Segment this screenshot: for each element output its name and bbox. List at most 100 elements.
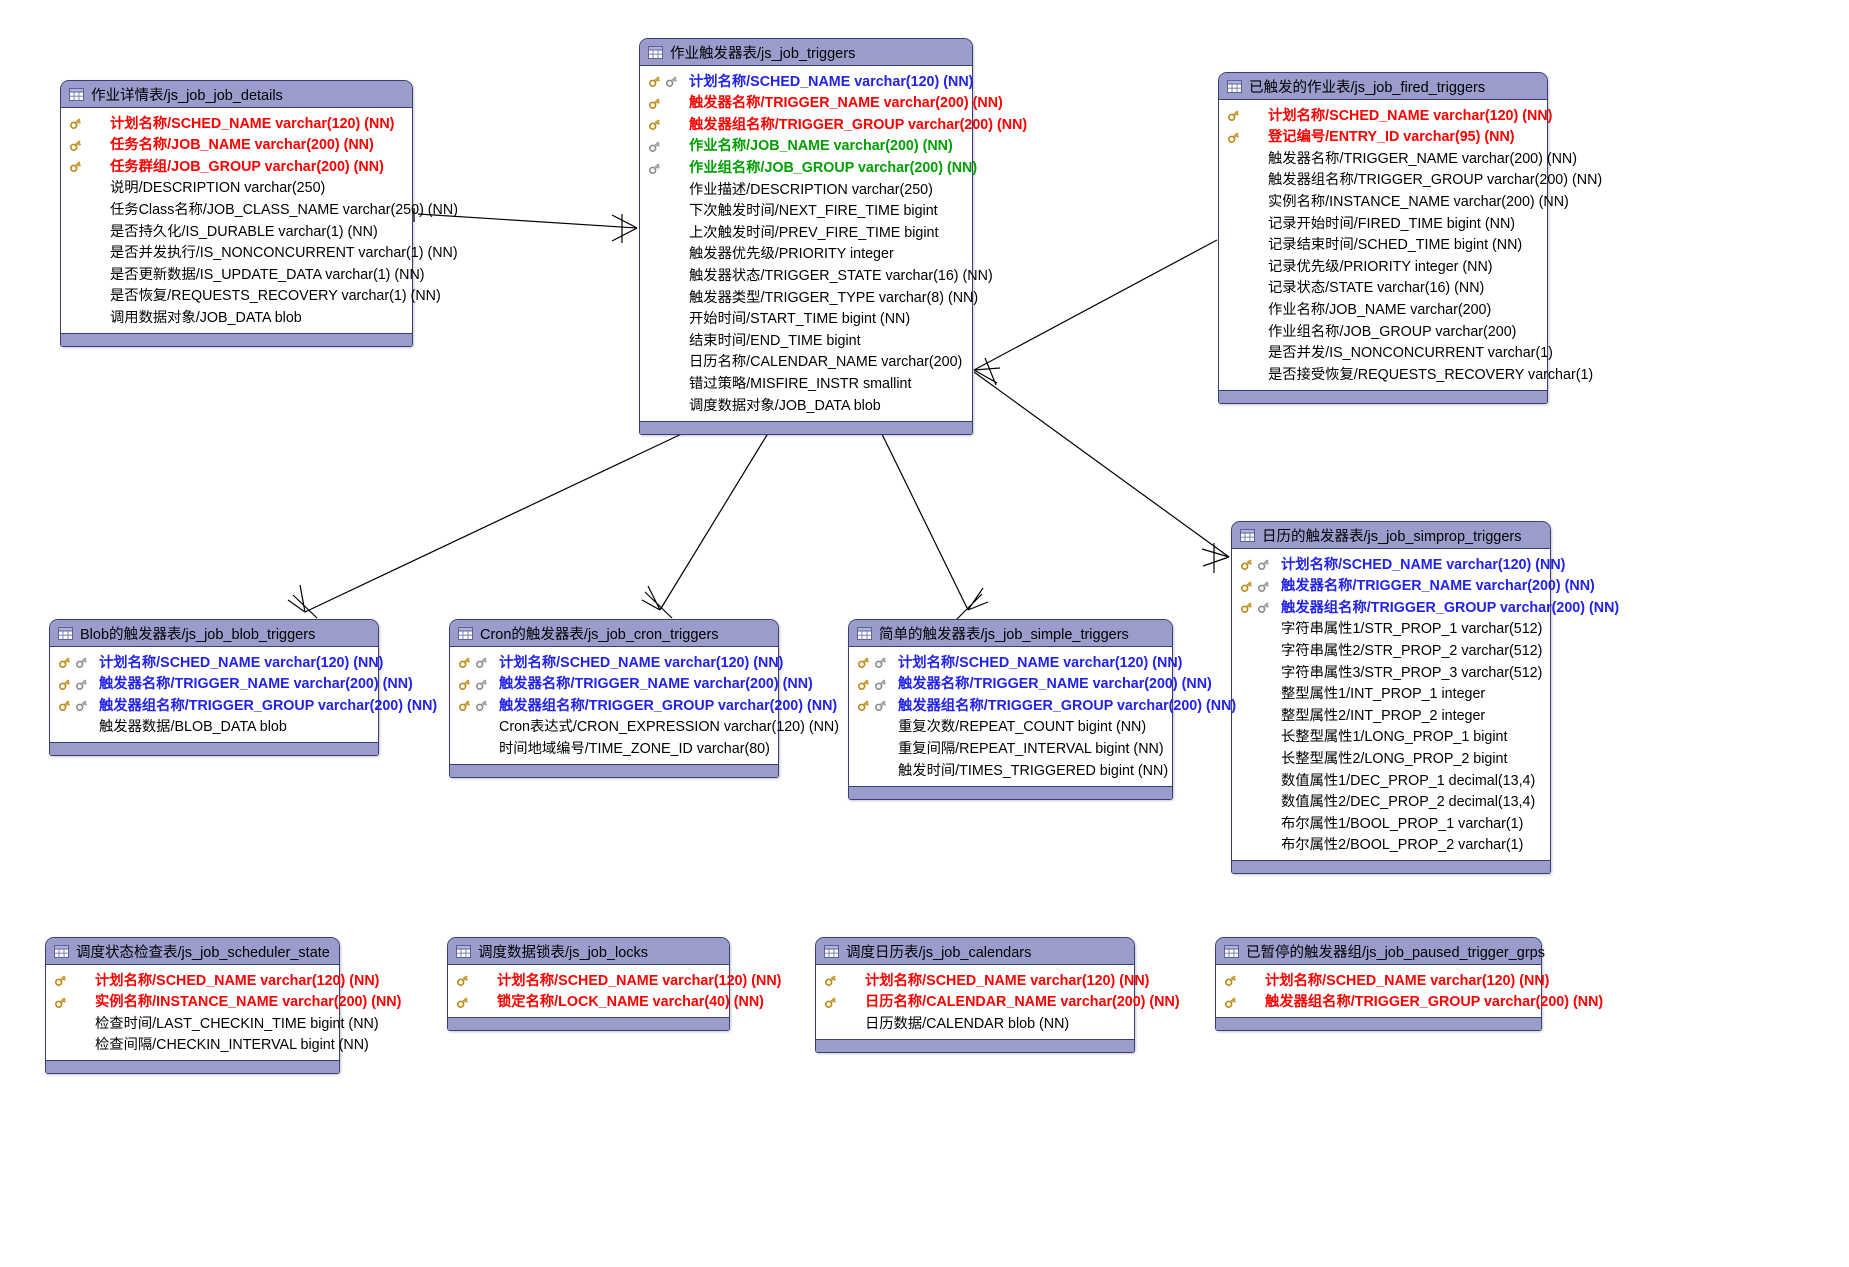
er-field-row[interactable]: 检查间隔/CHECKIN_INTERVAL bigint (NN) bbox=[46, 1035, 369, 1057]
er-field-row[interactable]: 是否接受恢复/REQUESTS_RECOVERY varchar(1) bbox=[1219, 364, 1593, 386]
er-field-row[interactable]: 触发器组名称/TRIGGER_GROUP varchar(200) (NN) bbox=[450, 695, 837, 717]
er-field-row[interactable]: 错过策略/MISFIRE_INSTR smallint bbox=[640, 373, 972, 395]
er-table-calendars[interactable]: 调度日历表/js_job_calendars 计划名称/SCHED_NAME v… bbox=[815, 937, 1180, 1053]
er-field-row[interactable]: 计划名称/SCHED_NAME varchar(120) (NN) bbox=[61, 113, 412, 135]
er-field-row[interactable]: 计划名称/SCHED_NAME varchar(120) (NN) bbox=[450, 652, 783, 674]
er-field-row[interactable]: 是否恢复/REQUESTS_RECOVERY varchar(1) (NN) bbox=[61, 286, 441, 308]
er-field-row[interactable]: 计划名称/SCHED_NAME varchar(120) (NN) bbox=[1219, 105, 1552, 127]
er-field-row[interactable]: 开始时间/START_TIME bigint (NN) bbox=[640, 309, 972, 331]
er-field-row[interactable]: 计划名称/SCHED_NAME varchar(120) (NN) bbox=[1232, 554, 1565, 576]
er-field-row[interactable]: 触发器状态/TRIGGER_STATE varchar(16) (NN) bbox=[640, 265, 993, 287]
er-field-row[interactable]: 触发器优先级/PRIORITY integer bbox=[640, 244, 972, 266]
er-field-row[interactable]: 实例名称/INSTANCE_NAME varchar(200) (NN) bbox=[46, 992, 401, 1014]
er-field-row[interactable]: 触发器名称/TRIGGER_NAME varchar(200) (NN) bbox=[849, 674, 1212, 696]
er-field-row[interactable]: 时间地域编号/TIME_ZONE_ID varchar(80) bbox=[450, 738, 778, 760]
er-field-label: 作业名称/JOB_NAME varchar(200) bbox=[1268, 301, 1492, 318]
er-field-row[interactable]: 触发器组名称/TRIGGER_GROUP varchar(200) (NN) bbox=[1232, 597, 1619, 619]
er-field-row[interactable]: 记录结束时间/SCHED_TIME bigint (NN) bbox=[1219, 235, 1547, 257]
er-table-header: 日历的触发器表/js_job_simprop_triggers bbox=[1232, 522, 1550, 549]
er-field-row[interactable]: 作业名称/JOB_NAME varchar(200) bbox=[1219, 299, 1547, 321]
er-field-row[interactable]: 触发器组名称/TRIGGER_GROUP varchar(200) (NN) bbox=[640, 114, 1027, 136]
er-field-row[interactable]: Cron表达式/CRON_EXPRESSION varchar(120) (NN… bbox=[450, 717, 839, 739]
er-table-title-paused_trigger_grps: 已暂停的触发器组/js_job_paused_trigger_grps bbox=[1246, 944, 1545, 961]
er-field-row[interactable]: 触发器名称/TRIGGER_NAME varchar(200) (NN) bbox=[640, 93, 1003, 115]
er-table-title-scheduler_state: 调度状态检查表/js_job_scheduler_state bbox=[76, 944, 330, 961]
gray-key-icon bbox=[647, 161, 662, 176]
er-field-row[interactable]: 计划名称/SCHED_NAME varchar(120) (NN) bbox=[1216, 970, 1549, 992]
er-field-row[interactable]: 任务名称/JOB_NAME varchar(200) (NN) bbox=[61, 135, 412, 157]
er-field-row[interactable]: 计划名称/SCHED_NAME varchar(120) (NN) bbox=[849, 652, 1182, 674]
er-field-row[interactable]: 触发时间/TIMES_TRIGGERED bigint (NN) bbox=[849, 760, 1172, 782]
er-field-row[interactable]: 触发器名称/TRIGGER_NAME varchar(200) (NN) bbox=[450, 674, 813, 696]
er-field-row[interactable]: 记录开始时间/FIRED_TIME bigint (NN) bbox=[1219, 213, 1547, 235]
er-field-row[interactable]: 数值属性1/DEC_PROP_1 decimal(13,4) bbox=[1232, 770, 1550, 792]
er-field-row[interactable]: 触发器数据/BLOB_DATA blob bbox=[50, 717, 378, 739]
er-table-simple_triggers[interactable]: 简单的触发器表/js_job_simple_triggers 计划名称/SCHE… bbox=[848, 619, 1236, 800]
er-field-row[interactable]: 日历数据/CALENDAR blob (NN) bbox=[816, 1013, 1134, 1035]
er-field-row[interactable]: 上次触发时间/PREV_FIRE_TIME bigint bbox=[640, 222, 972, 244]
er-field-row[interactable]: 触发器组名称/TRIGGER_GROUP varchar(200) (NN) bbox=[1219, 170, 1602, 192]
er-field-row[interactable]: 实例名称/INSTANCE_NAME varchar(200) (NN) bbox=[1219, 191, 1569, 213]
er-field-row[interactable]: 记录状态/STATE varchar(16) (NN) bbox=[1219, 278, 1547, 300]
er-field-row[interactable]: 是否并发执行/IS_NONCONCURRENT varchar(1) (NN) bbox=[61, 243, 458, 265]
er-field-row[interactable]: 长整型属性1/LONG_PROP_1 bigint bbox=[1232, 727, 1550, 749]
er-table-job_triggers[interactable]: 作业触发器表/js_job_triggers 计划名称/SCHED_NAME v… bbox=[639, 38, 1027, 435]
er-field-row[interactable]: 作业名称/JOB_NAME varchar(200) (NN) bbox=[640, 136, 972, 158]
er-field-row[interactable]: 布尔属性1/BOOL_PROP_1 varchar(1) bbox=[1232, 813, 1550, 835]
er-field-row[interactable]: 触发器组名称/TRIGGER_GROUP varchar(200) (NN) bbox=[849, 695, 1236, 717]
er-field-row[interactable]: 调度数据对象/JOB_DATA blob bbox=[640, 395, 972, 417]
er-field-row[interactable]: 是否更新数据/IS_UPDATE_DATA varchar(1) (NN) bbox=[61, 264, 425, 286]
er-field-row[interactable]: 说明/DESCRIPTION varchar(250) bbox=[61, 178, 412, 200]
er-field-row[interactable]: 日历名称/CALENDAR_NAME varchar(200) (NN) bbox=[816, 992, 1180, 1014]
er-field-row[interactable]: 数值属性2/DEC_PROP_2 decimal(13,4) bbox=[1232, 792, 1550, 814]
gold-key-icon bbox=[823, 973, 838, 988]
er-field-row[interactable]: 登记编号/ENTRY_ID varchar(95) (NN) bbox=[1219, 127, 1547, 149]
er-field-row[interactable]: 结束时间/END_TIME bigint bbox=[640, 330, 972, 352]
er-field-row[interactable]: 重复间隔/REPEAT_INTERVAL bigint (NN) bbox=[849, 738, 1172, 760]
er-field-row[interactable]: 字符串属性1/STR_PROP_1 varchar(512) bbox=[1232, 619, 1550, 641]
er-field-row[interactable]: 整型属性1/INT_PROP_1 integer bbox=[1232, 684, 1550, 706]
er-field-row[interactable]: 计划名称/SCHED_NAME varchar(120) (NN) bbox=[50, 652, 383, 674]
er-table-blob_triggers[interactable]: Blob的触发器表/js_job_blob_triggers 计划名称/SCHE… bbox=[49, 619, 437, 757]
er-field-row[interactable]: 字符串属性2/STR_PROP_2 varchar(512) bbox=[1232, 640, 1550, 662]
er-field-row[interactable]: 任务群组/JOB_GROUP varchar(200) (NN) bbox=[61, 156, 412, 178]
er-field-row[interactable]: 是否持久化/IS_DURABLE varchar(1) (NN) bbox=[61, 221, 412, 243]
er-field-row[interactable]: 重复次数/REPEAT_COUNT bigint (NN) bbox=[849, 717, 1172, 739]
er-field-row[interactable]: 作业描述/DESCRIPTION varchar(250) bbox=[640, 179, 972, 201]
er-field-label: 说明/DESCRIPTION varchar(250) bbox=[110, 180, 326, 197]
er-field-row[interactable]: 作业组名称/JOB_GROUP varchar(200) (NN) bbox=[640, 157, 977, 179]
er-field-row[interactable]: 计划名称/SCHED_NAME varchar(120) (NN) bbox=[46, 970, 379, 992]
er-table-simprop_triggers[interactable]: 日历的触发器表/js_job_simprop_triggers 计划名称/SCH… bbox=[1231, 521, 1619, 875]
er-field-row[interactable]: 作业组名称/JOB_GROUP varchar(200) bbox=[1219, 321, 1547, 343]
er-field-row[interactable]: 触发器名称/TRIGGER_NAME varchar(200) (NN) bbox=[1232, 576, 1595, 598]
er-field-row[interactable]: 调用数据对象/JOB_DATA blob bbox=[61, 307, 412, 329]
er-field-row[interactable]: 触发器组名称/TRIGGER_GROUP varchar(200) (NN) bbox=[1216, 992, 1603, 1014]
er-table-paused_trigger_grps[interactable]: 已暂停的触发器组/js_job_paused_trigger_grps 计划名称… bbox=[1215, 937, 1603, 1032]
er-table-locks[interactable]: 调度数据锁表/js_job_locks 计划名称/SCHED_NAME varc… bbox=[447, 937, 781, 1032]
er-field-row[interactable]: 记录优先级/PRIORITY integer (NN) bbox=[1219, 256, 1547, 278]
er-field-row[interactable]: 是否并发/IS_NONCONCURRENT varchar(1) bbox=[1219, 343, 1553, 365]
er-field-row[interactable]: 布尔属性2/BOOL_PROP_2 varchar(1) bbox=[1232, 835, 1550, 857]
er-field-row[interactable]: 触发器名称/TRIGGER_NAME varchar(200) (NN) bbox=[50, 674, 413, 696]
er-field-row[interactable]: 长整型属性2/LONG_PROP_2 bigint bbox=[1232, 748, 1550, 770]
er-table-job_details[interactable]: 作业详情表/js_job_job_details 计划名称/SCHED_NAME… bbox=[60, 80, 458, 347]
er-field-row[interactable]: 检查时间/LAST_CHECKIN_TIME bigint (NN) bbox=[46, 1013, 379, 1035]
er-field-row[interactable]: 计划名称/SCHED_NAME varchar(120) (NN) bbox=[640, 71, 973, 93]
er-field-row[interactable]: 任务Class名称/JOB_CLASS_NAME varchar(250) (N… bbox=[61, 199, 458, 221]
er-field-key-icons bbox=[455, 973, 497, 988]
er-field-row[interactable]: 触发器组名称/TRIGGER_GROUP varchar(200) (NN) bbox=[50, 695, 437, 717]
table-icon bbox=[69, 87, 84, 101]
er-field-row[interactable]: 触发器类型/TRIGGER_TYPE varchar(8) (NN) bbox=[640, 287, 978, 309]
er-field-row[interactable]: 计划名称/SCHED_NAME varchar(120) (NN) bbox=[816, 970, 1149, 992]
er-field-row[interactable]: 下次触发时间/NEXT_FIRE_TIME bigint bbox=[640, 201, 972, 223]
er-field-row[interactable]: 字符串属性3/STR_PROP_3 varchar(512) bbox=[1232, 662, 1550, 684]
er-field-row[interactable]: 日历名称/CALENDAR_NAME varchar(200) bbox=[640, 352, 972, 374]
er-field-row[interactable]: 锁定名称/LOCK_NAME varchar(40) (NN) bbox=[448, 992, 764, 1014]
er-table-fired_triggers[interactable]: 已触发的作业表/js_job_fired_triggers 计划名称/SCHED… bbox=[1218, 72, 1602, 404]
er-table-cron_triggers[interactable]: Cron的触发器表/js_job_cron_triggers 计划名称/SCHE… bbox=[449, 619, 839, 778]
er-field-row[interactable]: 整型属性2/INT_PROP_2 integer bbox=[1232, 705, 1550, 727]
er-field-row[interactable]: 计划名称/SCHED_NAME varchar(120) (NN) bbox=[448, 970, 781, 992]
gold-key-icon bbox=[856, 698, 871, 713]
er-field-row[interactable]: 触发器名称/TRIGGER_NAME varchar(200) (NN) bbox=[1219, 148, 1577, 170]
er-table-scheduler_state[interactable]: 调度状态检查表/js_job_scheduler_state 计划名称/SCHE… bbox=[45, 937, 401, 1075]
